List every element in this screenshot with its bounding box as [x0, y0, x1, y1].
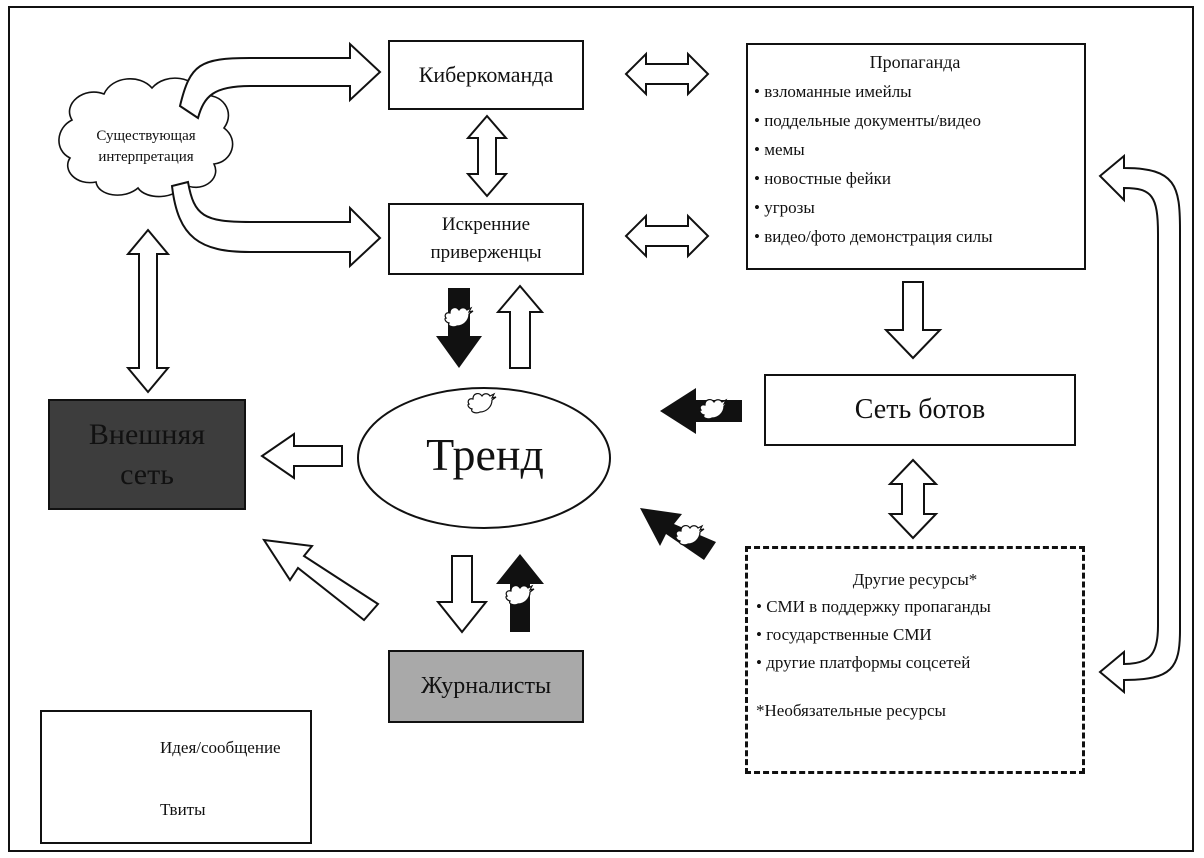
propaganda-box: Пропаганда взломанные имейлы поддельные …	[746, 43, 1086, 270]
optional-resources-note: *Необязательные ресурсы	[756, 701, 946, 720]
list-item: СМИ в поддержку пропаганды	[756, 593, 1074, 621]
arrow-botnet-other	[887, 458, 939, 540]
trend-label: Тренд	[426, 429, 544, 480]
external-line1: Внешняя	[88, 417, 206, 451]
arrow-propaganda-other-curve	[1098, 153, 1181, 695]
arrow-trend-to-external	[260, 432, 343, 480]
list-item: взломанные имейлы	[754, 77, 1076, 106]
trend-ellipse	[357, 387, 611, 529]
list-item: поддельные документы/видео	[754, 106, 1076, 135]
propaganda-title: Пропаганда	[869, 52, 961, 72]
external-line2: сеть	[120, 457, 174, 491]
arrow-trend-to-journalists	[435, 555, 489, 634]
arrow-cyber-propaganda	[624, 51, 710, 97]
tweet-arrow-sincere-to-trend	[436, 288, 482, 368]
other-resources-box: Другие ресурсы* СМИ в поддержку пропаган…	[745, 546, 1085, 774]
arrow-cyber-sincere	[465, 114, 509, 198]
external-network-box: Внешняя сеть	[48, 399, 246, 510]
list-item: угрозы	[754, 193, 1076, 222]
arrow-cloud-to-sincere	[170, 180, 382, 269]
list-item: государственные СМИ	[756, 621, 1074, 649]
diagram-frame	[8, 6, 1194, 852]
legend-idea-label: Идея/сообщение	[160, 738, 281, 757]
sincere-line1: Искренние	[441, 214, 531, 235]
cloud-line1: Существующая	[96, 128, 196, 144]
other-resources-title: Другие ресурсы*	[852, 570, 978, 589]
legend-box: Идея/сообщение Твиты	[40, 710, 312, 844]
sincere-line2: приверженцы	[430, 242, 542, 263]
legend-tweets-label: Твиты	[160, 800, 206, 819]
arrow-journalists-to-external	[261, 538, 380, 622]
arrow-cloud-external	[125, 228, 171, 394]
cyber-team-label: Киберкоманда	[418, 62, 554, 87]
list-item: мемы	[754, 135, 1076, 164]
propaganda-list: взломанные имейлы поддельные документы/в…	[754, 77, 1076, 251]
journalists-label: Журналисты	[420, 673, 552, 699]
botnet-label: Сеть ботов	[854, 394, 986, 425]
arrow-sincere-propaganda	[624, 213, 710, 259]
cloud-existing-interpretation: Существующая интерпретация	[66, 126, 226, 168]
list-item: новостные фейки	[754, 164, 1076, 193]
other-resources-list: СМИ в поддержку пропаганды государственн…	[756, 593, 1074, 677]
arrow-cloud-to-cyber	[178, 41, 382, 120]
arrow-trend-to-sincere	[495, 284, 545, 369]
cloud-line2: интерпретация	[98, 149, 194, 165]
list-item: видео/фото демонстрация силы	[754, 222, 1076, 251]
journalists-box: Журналисты	[388, 650, 584, 723]
botnet-box: Сеть ботов	[764, 374, 1076, 446]
cyber-team-box: Киберкоманда	[388, 40, 584, 110]
arrow-propaganda-botnet	[883, 281, 943, 360]
sincere-supporters-box: Искренние приверженцы	[388, 203, 584, 275]
list-item: другие платформы соцсетей	[756, 649, 1074, 677]
